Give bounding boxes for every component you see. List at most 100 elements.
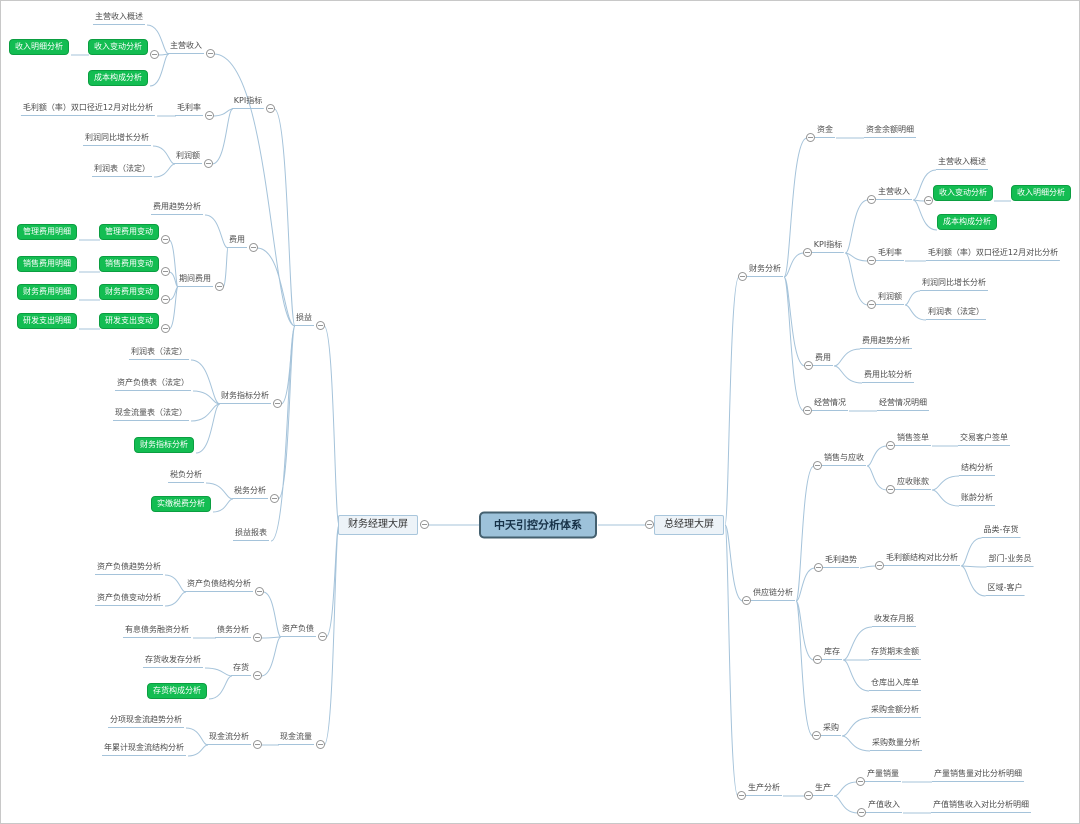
collapse-minus-circle-icon[interactable] — [867, 256, 876, 265]
mindmap-node-cwmx[interactable]: 财务费用明细 — [17, 284, 77, 300]
mindmap-node-lre_r[interactable]: 利润额 — [876, 291, 904, 305]
mindmap-node-lrb_l[interactable]: 利润表（法定） — [92, 163, 152, 177]
collapse-minus-circle-icon[interactable] — [318, 632, 327, 641]
mindmap-node-zcfz[interactable]: 资产负债 — [280, 623, 316, 637]
mindmap-node-cwfx_r[interactable]: 财务分析 — [747, 263, 783, 277]
mindmap-node-gylfx[interactable]: 供应链分析 — [751, 587, 795, 601]
mindmap-node-mljgdb[interactable]: 毛利额结构对比分析 — [884, 552, 960, 566]
mindmap-node-fy_l[interactable]: 费用 — [227, 234, 247, 248]
mindmap-node-jyqkmx[interactable]: 经营情况明细 — [877, 397, 929, 411]
mindmap-node-clxl[interactable]: 产量销量 — [865, 768, 901, 782]
mindmap-node-mle_r[interactable]: 毛利额（率）双口径近12月对比分析 — [925, 247, 1061, 261]
mindmap-node-zwfx[interactable]: 债务分析 — [215, 624, 251, 638]
mindmap-node-mll_r[interactable]: 毛利率 — [876, 247, 904, 261]
collapse-minus-circle-icon[interactable] — [738, 272, 747, 281]
collapse-minus-circle-icon[interactable] — [806, 133, 815, 142]
collapse-minus-circle-icon[interactable] — [857, 808, 866, 817]
mindmap-node-fyqs_l[interactable]: 费用趋势分析 — [151, 201, 203, 215]
collapse-minus-circle-icon[interactable] — [316, 740, 325, 749]
collapse-minus-circle-icon[interactable] — [253, 671, 262, 680]
mindmap-node-yszk[interactable]: 应收账款 — [895, 476, 931, 490]
collapse-minus-circle-icon[interactable] — [802, 248, 812, 257]
mindmap-node-fyqs_r[interactable]: 费用趋势分析 — [860, 335, 912, 349]
collapse-minus-circle-icon[interactable] — [645, 520, 654, 529]
collapse-minus-circle-icon[interactable] — [253, 633, 262, 642]
mindmap-node-yxzw[interactable]: 有息债务融资分析 — [123, 624, 191, 638]
collapse-minus-circle-icon[interactable] — [161, 324, 170, 333]
collapse-minus-circle-icon[interactable] — [803, 406, 812, 415]
mindmap-node-fybj[interactable]: 费用比较分析 — [862, 369, 914, 383]
mindmap-node-xsyys[interactable]: 销售与应收 — [822, 452, 866, 466]
mindmap-node-sc[interactable]: 生产 — [813, 782, 833, 796]
mindmap-node-lrtb_r[interactable]: 利润同比增长分析 — [920, 277, 988, 291]
mindmap-node-chsfc[interactable]: 存货收发存分析 — [143, 654, 203, 668]
mindmap-node-srbd_l[interactable]: 收入变动分析 — [88, 39, 148, 55]
mindmap-node-zlfx[interactable]: 账龄分析 — [959, 492, 995, 506]
collapse-minus-circle-icon[interactable] — [812, 731, 821, 740]
collapse-minus-circle-icon[interactable] — [206, 49, 215, 58]
mindmap-node-sybb[interactable]: 损益报表 — [233, 527, 269, 541]
collapse-minus-circle-icon[interactable] — [253, 740, 262, 749]
mindmap-node-cwzbfx_g[interactable]: 财务指标分析 — [134, 437, 194, 453]
mindmap-node-qjfy[interactable]: 期间费用 — [177, 273, 213, 287]
mindmap-node-ch[interactable]: 存货 — [231, 662, 251, 676]
mindmap-node-xjllb[interactable]: 现金流量表（法定） — [113, 407, 189, 421]
mindmap-node-zysrgs_r[interactable]: 主营收入概述 — [936, 156, 988, 170]
mindmap-node-zcfzqs[interactable]: 资产负债趋势分析 — [95, 561, 163, 575]
collapse-minus-circle-icon[interactable] — [867, 195, 876, 204]
mindmap-node-swfx[interactable]: 税务分析 — [232, 485, 268, 499]
mindmap-node-lrb_r[interactable]: 利润表（法定） — [926, 306, 986, 320]
mindmap-node-clxldb[interactable]: 产量销售量对比分析明细 — [932, 768, 1024, 782]
collapse-minus-circle-icon[interactable] — [266, 104, 276, 113]
collapse-minus-circle-icon[interactable] — [205, 111, 214, 120]
mindmap-node-fin[interactable]: 财务经理大屏 — [338, 515, 418, 535]
collapse-minus-circle-icon[interactable] — [804, 361, 813, 370]
mindmap-node-srmx_l[interactable]: 收入明细分析 — [9, 39, 69, 55]
collapse-minus-circle-icon[interactable] — [813, 655, 822, 664]
mindmap-node-scfx[interactable]: 生产分析 — [746, 782, 782, 796]
mindmap-node-bmywy[interactable]: 部门-业务员 — [986, 553, 1034, 567]
mindmap-node-zcfzbd[interactable]: 资产负债变动分析 — [95, 592, 163, 606]
mindmap-node-lrtb_l[interactable]: 利润同比增长分析 — [83, 132, 151, 146]
mindmap-node-ckcrkd[interactable]: 仓库出入库单 — [869, 677, 921, 691]
mindmap-node-kc[interactable]: 库存 — [822, 646, 842, 660]
collapse-minus-circle-icon[interactable] — [150, 50, 159, 59]
mindmap-node-cgsl[interactable]: 采购数量分析 — [870, 737, 922, 751]
mindmap-node-chgc[interactable]: 存货构成分析 — [147, 683, 207, 699]
collapse-minus-circle-icon[interactable] — [804, 791, 813, 800]
mindmap-node-sy[interactable]: 损益 — [294, 312, 314, 326]
collapse-minus-circle-icon[interactable] — [273, 399, 282, 408]
mindmap-node-zysrgs_l[interactable]: 主营收入概述 — [93, 11, 145, 25]
mindmap-node-ceo[interactable]: 总经理大屏 — [654, 515, 724, 535]
mindmap-node-yfbd[interactable]: 研发支出变动 — [99, 313, 159, 329]
mindmap-node-srbd_r[interactable]: 收入变动分析 — [933, 185, 993, 201]
collapse-minus-circle-icon[interactable] — [886, 441, 895, 450]
mindmap-node-xsmx[interactable]: 销售费用明细 — [17, 256, 77, 272]
collapse-minus-circle-icon[interactable] — [316, 321, 325, 330]
collapse-minus-circle-icon[interactable] — [737, 791, 746, 800]
mindmap-node-qykh[interactable]: 区域-客户 — [985, 582, 1025, 596]
mindmap-node-zj[interactable]: 资金 — [815, 124, 835, 138]
collapse-minus-circle-icon[interactable] — [161, 235, 170, 244]
collapse-minus-circle-icon[interactable] — [161, 295, 170, 304]
mindmap-node-xjlfx[interactable]: 现金流分析 — [207, 731, 251, 745]
mindmap-node-cbgc_r[interactable]: 成本构成分析 — [937, 214, 997, 230]
mindmap-node-zcfzjg[interactable]: 资产负债结构分析 — [185, 578, 253, 592]
mindmap-node-kpi_r[interactable]: KPI指标 — [811, 239, 845, 253]
mindmap-node-fxxjl[interactable]: 分项现金流趋势分析 — [108, 714, 184, 728]
mindmap-node-xsbd[interactable]: 销售费用变动 — [99, 256, 159, 272]
collapse-minus-circle-icon[interactable] — [886, 485, 895, 494]
mindmap-node-lre_l[interactable]: 利润额 — [174, 150, 202, 164]
mindmap-node-czsrdb[interactable]: 产值销售收入对比分析明细 — [931, 799, 1031, 813]
mindmap-node-czsr[interactable]: 产值收入 — [866, 799, 902, 813]
mindmap-node-zjye[interactable]: 资金余额明细 — [864, 124, 916, 138]
collapse-minus-circle-icon[interactable] — [742, 596, 751, 605]
mindmap-node-glbd[interactable]: 管理费用变动 — [99, 224, 159, 240]
mindmap-node-zcfzb[interactable]: 资产负债表（法定） — [115, 377, 191, 391]
collapse-minus-circle-icon[interactable] — [924, 196, 933, 205]
mindmap-node-zysr_r[interactable]: 主营收入 — [876, 186, 912, 200]
mindmap-node-mlqs[interactable]: 毛利趋势 — [823, 554, 859, 568]
mindmap-node-jyqk[interactable]: 经营情况 — [812, 397, 848, 411]
mindmap-node-sjsffx[interactable]: 实缴税费分析 — [151, 496, 211, 512]
mindmap-node-cg[interactable]: 采购 — [821, 722, 841, 736]
